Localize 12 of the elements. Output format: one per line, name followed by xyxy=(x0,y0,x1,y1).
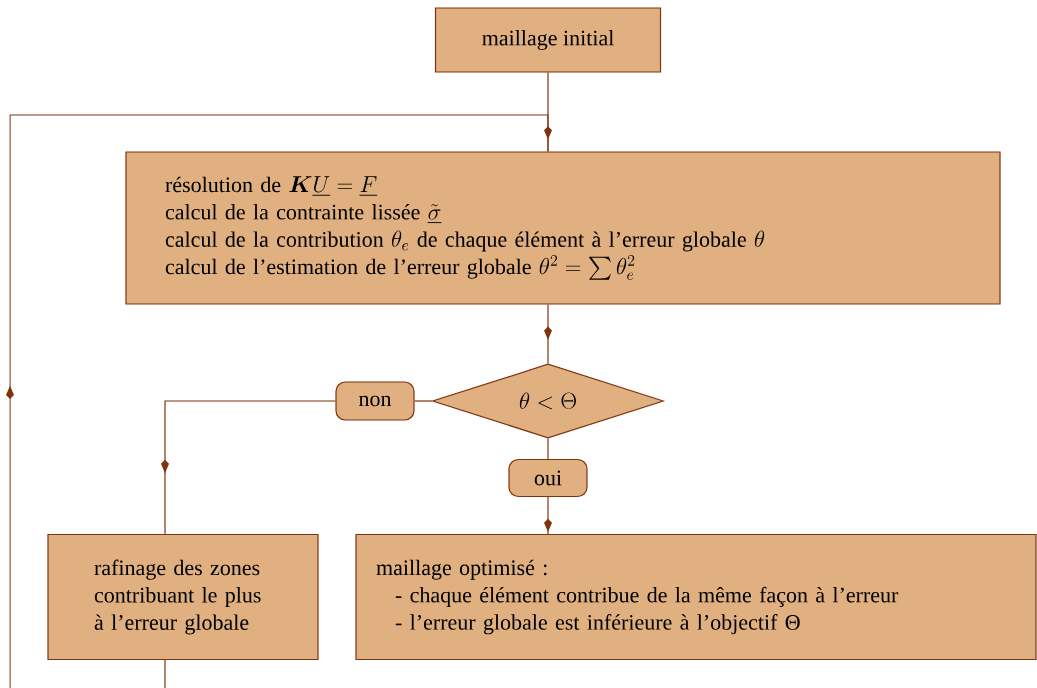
arrow xyxy=(544,304,552,364)
arrow xyxy=(544,496,552,535)
result-box: maillage optimisé : - chaque élément contribue de la même façon à l’erreur - l’erreur globale est inférieure à l’objectif Θ xyxy=(355,533,1037,661)
branch-label-box: oui xyxy=(508,458,588,498)
connector-line xyxy=(547,438,549,460)
process-box: maillage initial xyxy=(434,7,662,73)
branch-label-box: non xyxy=(335,381,415,421)
connector-line xyxy=(414,400,433,402)
process-box: rafinage des zones contribuant le plus à l’erreur globale xyxy=(47,533,319,661)
arrow xyxy=(6,114,549,688)
process-box: résolution de $\boldsymbol{K}\underline{U} = \underline{F}$ calcul de la contrainte lissée $\underline{\tilde{\sigma}}$ calcul de la contribution $\theta_e$ de chaque élément à l’erreur globale $\theta$ calcul de l’estimation de l’erreur globale $\theta^2 = \sum \theta_e^2$ xyxy=(125,151,1001,305)
arrow xyxy=(161,400,336,535)
